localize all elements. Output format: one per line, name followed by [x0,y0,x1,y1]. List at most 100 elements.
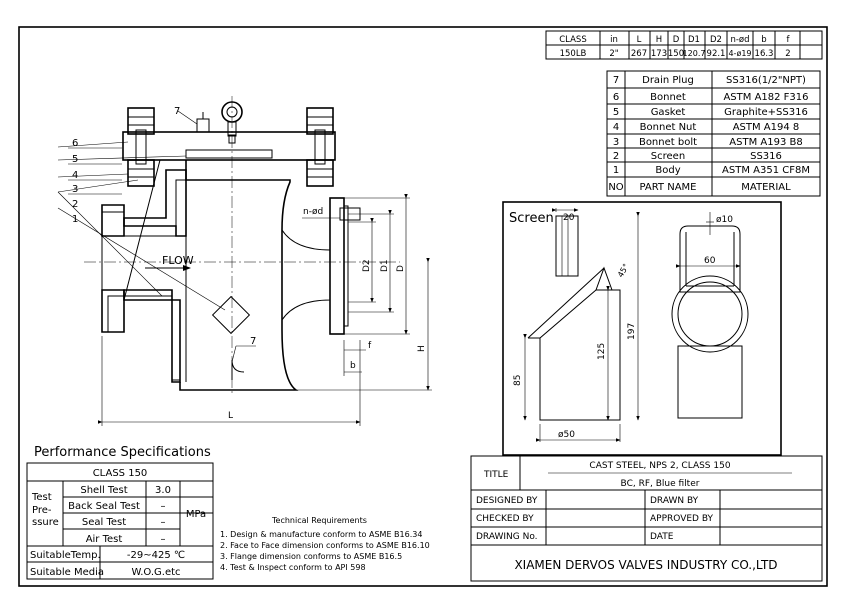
checked-by-label: CHECKED BY [476,514,534,524]
requirements-heading: Technical Requirements [271,516,367,525]
screen-dim-60: 60 [704,256,716,266]
dim-f-label: f [368,341,372,351]
dim-d-label: D [396,265,406,272]
title-line-2: BC, RF, Blue filter [621,479,700,489]
dim-val-nd: 4-ø19 [728,49,751,58]
part-material: Graphite+SS316 [724,107,808,118]
part-name: Bonnet [650,92,686,103]
dim-d2-label: D2 [362,259,372,272]
callout-2: 2 [72,199,78,210]
part-name: Screen [651,151,685,162]
requirement-item: 1. Design & manufacture conform to ASME … [220,530,422,539]
dim-b-label: b [350,361,356,371]
dim-head-h: H [656,35,662,45]
part-no: 6 [613,92,619,103]
dim-head-d1: D1 [688,35,700,45]
dim-nd-label: n-ød [303,207,323,217]
dim-val-d2: 92.1 [707,49,726,59]
dim-head-d2: D2 [710,35,722,45]
perf-row-value: – [161,534,166,545]
requirement-item: 3. Flange dimension conforms to ASME B16… [220,552,402,561]
body-wall-bottom [123,289,181,383]
parts-head-material: MATERIAL [741,182,791,193]
dim-val-d1: 120.7 [683,49,706,58]
drawn-by-label: DRAWN BY [650,496,699,506]
valve-section-drawing: FLOW 7 6 5 4 3 2 1 7 n-ød [57,96,432,426]
parts-table: 7 Drain Plug SS316(1/2"NPT) 6 Bonnet AST… [606,70,821,197]
part-no: 1 [613,165,619,176]
dim-d1-label: D1 [380,259,390,272]
dim-head-b: b [761,35,766,45]
part-material: ASTM A193 B8 [729,137,802,148]
screen-side-mesh [539,289,621,421]
perf-row-name: Back Seal Test [68,501,140,512]
callout-7: 7 [174,106,180,117]
bonnet [122,131,336,161]
screen-dim-85: 85 [513,375,523,386]
performance-heading: Performance Specifications [34,445,211,460]
drawing-no-label: DRAWING No. [476,532,538,542]
callout-6: 6 [72,138,78,149]
technical-requirements: Technical Requirements 1. Design & manuf… [220,516,430,572]
bonnet-bolt [135,129,147,165]
part-name: Drain Plug [642,75,694,86]
date-label: DATE [650,532,674,542]
performance-class: CLASS 150 [93,468,148,479]
screen-detail: Screen 20 45° 125 197 85 ø50 ø10 60 [502,201,782,456]
designed-by-label: DESIGNED BY [476,496,538,506]
dim-head-f: f [787,35,791,45]
screen-dim-dia50: ø50 [558,430,575,440]
screen [211,295,251,335]
dim-val-d: 150 [668,49,684,59]
perf-row-value: – [161,517,166,528]
parts-head-no: NO [608,182,623,193]
test-label-2: Pre- [32,505,52,516]
approved-by-label: APPROVED BY [650,514,714,524]
callout-3: 3 [72,184,78,195]
part-no: 7 [613,75,619,86]
part-name: Gasket [651,107,686,118]
performance-unit: MPa [186,509,206,520]
part-name: Bonnet bolt [639,137,697,148]
requirement-item: 2. Face to Face dimension conforms to AS… [220,541,430,550]
dim-val-class: 150LB [560,49,587,59]
callout-4: 4 [72,170,78,181]
part-no: 3 [613,137,619,148]
part-material: ASTM A351 CF8M [722,165,810,176]
dimension-table: CLASS in L H D D1 D2 n-ød b f 150LB 2" 2… [545,30,823,60]
screen-title: Screen [509,211,554,226]
dim-head-class: CLASS [559,35,586,45]
perf-row-value: 3.0 [155,485,171,496]
part-name: Body [655,165,680,176]
dim-head-nd: n-ød [730,35,749,45]
dim-val-in: 2" [609,49,618,59]
part-no: 4 [613,122,619,133]
callout-7-bottom: 7 [250,336,256,347]
screen-dim-125: 125 [597,343,607,360]
flow-label: FLOW [162,254,194,267]
perf-row-name: Shell Test [80,485,127,496]
part-name: Bonnet Nut [640,122,697,133]
outlet-flange [329,197,345,335]
title-block: TITLE CAST STEEL, NPS 2, CLASS 150 BC, R… [470,455,823,582]
sheet-border [18,26,828,587]
screen-dim-angle: 45° [616,262,631,279]
part-material: ASTM A194 8 [733,122,800,133]
requirement-item: 4. Test & Inspect conform to API 598 [220,563,366,572]
body-inlet-flange-bottom [101,289,125,333]
media-value: W.O.G.etc [131,567,180,578]
part-material: SS316(1/2"NPT) [726,75,806,86]
company-name: XIAMEN DERVOS VALVES INDUSTRY CO.,LTD [514,558,777,572]
body-inlet-flange-top [101,204,125,237]
test-label-1: Test [31,492,52,503]
perf-row-name: Air Test [86,534,123,545]
callout-5: 5 [72,154,78,165]
title-line-1: CAST STEEL, NPS 2, CLASS 150 [589,461,730,471]
title-label: TITLE [483,470,509,480]
part-no: 5 [613,107,619,118]
perf-row-value: – [161,501,166,512]
parts-head-name: PART NAME [639,182,696,193]
temp-value: -29~425 ℃ [127,550,185,561]
screen-dim-20: 20 [563,213,575,223]
